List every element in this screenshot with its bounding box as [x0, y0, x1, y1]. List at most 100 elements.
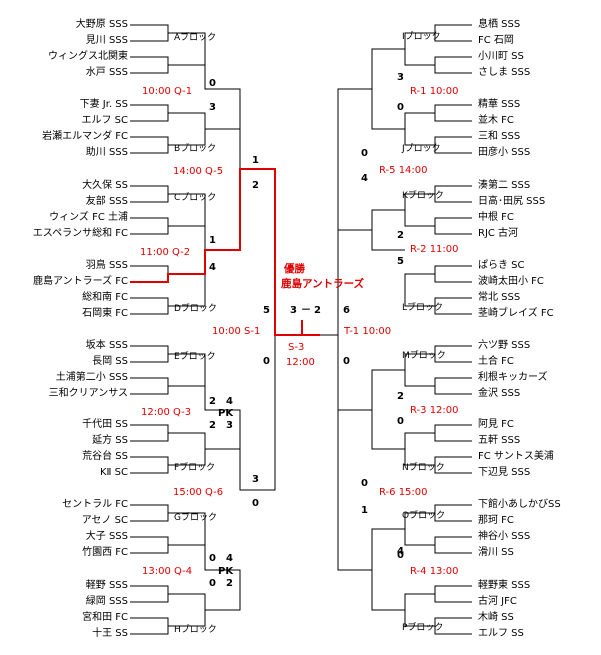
block-label-i: Iブロック — [402, 32, 441, 42]
team-o4: 滑川 SS — [478, 547, 514, 558]
team-a3: ウィングス北関東 — [48, 51, 128, 62]
team-f3: 荒谷台 SS — [82, 451, 128, 462]
team-g2: アセノ SC — [81, 515, 128, 526]
team-a2: 見川 SSS — [85, 35, 128, 46]
score-q6-bottom: 0 — [252, 498, 259, 509]
team-g1: セントラル FC — [62, 499, 128, 510]
block-label-b: Bブロック — [174, 144, 217, 154]
pk-q4: PK — [218, 566, 234, 577]
team-l1: ぱらき SC — [478, 260, 525, 271]
team-h3: 宮和田 FC — [82, 612, 128, 623]
team-p4: エルフ SS — [478, 628, 524, 639]
team-n3: FC サントス美浦 — [478, 451, 554, 462]
score-r2-bottom: 5 — [397, 256, 404, 267]
score-r3-top: 2 — [397, 391, 404, 402]
block-label-a: Aブロック — [174, 33, 217, 43]
block-label-o: Oブロック — [402, 511, 446, 521]
team-n1: 阿見 FC — [478, 419, 514, 430]
team-i2: FC 石岡 — [478, 35, 514, 46]
team-g4: 竹園西 FC — [82, 547, 128, 558]
team-j3: 三和 SSS — [478, 131, 521, 142]
team-n4: 下辺見 SSS — [478, 467, 531, 478]
score-q5-bottom: 2 — [252, 180, 259, 191]
champion-name: 鹿島アントラーズ — [281, 278, 365, 290]
score-q3-top-a: 2 — [209, 396, 216, 407]
team-i1: 息栖 SSS — [478, 19, 521, 30]
champion-title: 優勝 — [284, 263, 305, 275]
score-r1-bottom: 0 — [397, 102, 404, 113]
team-l3: 常北 SSS — [478, 292, 521, 303]
block-label-f: Fブロック — [174, 463, 216, 473]
team-f4: KⅡ SC — [100, 467, 128, 478]
team-o2: 那珂 FC — [478, 515, 514, 526]
score-q2-top: 1 — [209, 235, 216, 246]
match-label-r6: R-6 15:00 — [379, 487, 428, 498]
team-h2: 緑岡 SSS — [85, 596, 128, 607]
team-j2: 並木 FC — [478, 115, 514, 126]
final-score-sep: － — [301, 305, 311, 316]
match-label-q1: 10:00 Q-1 — [142, 86, 193, 97]
team-h1: 軽野 SSS — [85, 580, 128, 591]
score-r6-top: 0 — [361, 478, 368, 489]
team-b4: 助川 SSS — [85, 147, 128, 158]
score-s1-top: 5 — [263, 305, 270, 316]
team-n2: 五軒 SSS — [478, 435, 521, 446]
score-q3-bottom-a: 2 — [209, 420, 216, 431]
score-r1-top: 3 — [397, 72, 404, 83]
score-q5-top: 1 — [252, 155, 259, 166]
team-p2: 古河 JFC — [478, 596, 517, 607]
team-k4: RJC 古河 — [478, 228, 519, 239]
team-p1: 軽野東 SSS — [478, 580, 531, 591]
team-d3: 総和南 FC — [82, 292, 128, 303]
team-i3: 小川町 SS — [478, 51, 524, 62]
pk-q3: PK — [218, 408, 234, 419]
match-label-r3: R-3 12:00 — [410, 405, 459, 416]
score-r5-top: 0 — [361, 148, 368, 159]
team-m1: 六ツ野 SSS — [478, 340, 531, 351]
team-m2: 土合 FC — [478, 356, 514, 367]
team-p3: 木崎 SS — [478, 612, 514, 623]
block-label-k: Kブロック — [402, 191, 444, 201]
match-label-t1: T-1 10:00 — [344, 326, 392, 337]
team-g3: 大子 SSS — [85, 531, 128, 542]
block-label-p: Pブロック — [402, 623, 444, 633]
match-label-r5: R-5 14:00 — [379, 165, 428, 176]
team-b2: エルフ SC — [81, 115, 128, 126]
team-m4: 金沢 SSS — [478, 388, 521, 399]
match-label-q6: 15:00 Q-6 — [173, 487, 224, 498]
match-label-r2: R-2 11:00 — [410, 244, 459, 255]
block-label-l: Lブロック — [402, 303, 444, 313]
score-q4-top-a: 0 — [209, 553, 216, 564]
team-f1: 千代田 SS — [82, 419, 128, 430]
block-label-j: Jブロック — [402, 144, 441, 154]
team-c2: 友部 SSS — [85, 196, 128, 207]
team-l4: 茎崎ブレイズ FC — [478, 308, 554, 319]
team-l2: 波崎太田小 FC — [478, 276, 544, 287]
block-label-n: Nブロック — [402, 463, 445, 473]
team-m3: 利根キッカーズ — [478, 372, 548, 383]
score-t1-bottom: 0 — [343, 356, 350, 367]
score-r4-bottom: 4 — [397, 546, 404, 557]
score-q4-bottom-b: 2 — [226, 578, 233, 589]
team-c1: 大久保 SS — [82, 180, 128, 191]
block-label-g: Gブロック — [174, 513, 217, 523]
score-q3-top-b: 4 — [226, 396, 233, 407]
team-b1: 下妻 Jr. SS — [79, 99, 128, 110]
block-label-e: Eブロック — [174, 352, 216, 362]
match-label-q4: 13:00 Q-4 — [142, 566, 193, 577]
score-q6-top: 3 — [252, 474, 259, 485]
match-label-s1: 10:00 S-1 — [212, 326, 261, 337]
final-score-left: 3 — [290, 305, 297, 316]
team-d1: 羽鳥 SSS — [85, 260, 128, 271]
team-o1: 下館小あしかびSS — [478, 499, 561, 510]
team-f2: 延方 SS — [92, 435, 128, 446]
team-c3: ウィンズ FC 土浦 — [49, 212, 128, 223]
match-label-r4: R-4 13:00 — [410, 566, 459, 577]
team-i4: さしま SSS — [478, 67, 531, 78]
block-label-h: Hブロック — [174, 625, 217, 635]
score-s1-bottom: 0 — [263, 356, 270, 367]
match-label-q5: 14:00 Q-5 — [173, 166, 224, 177]
score-r5-bottom: 4 — [361, 173, 368, 184]
team-d2: 鹿島アントラーズ FC — [32, 276, 128, 287]
